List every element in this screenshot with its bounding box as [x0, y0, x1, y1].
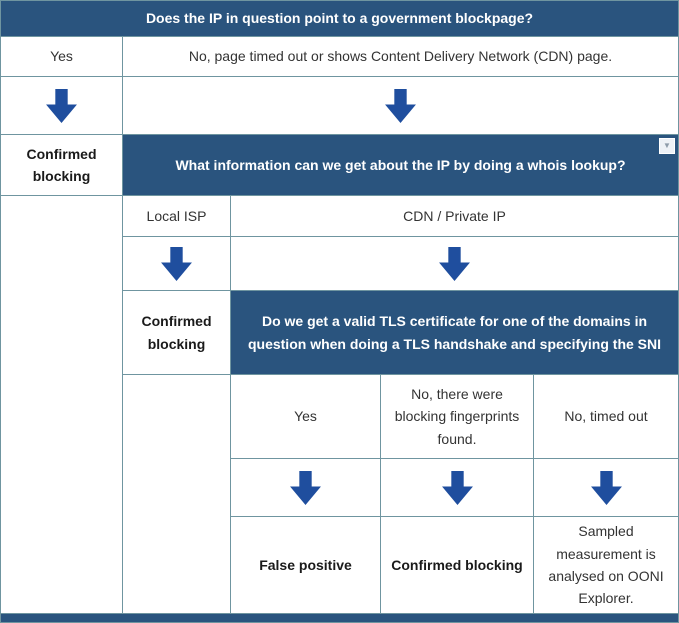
down-arrow-icon — [161, 246, 192, 281]
down-arrow-icon — [46, 88, 77, 123]
down-arrow-icon — [590, 470, 622, 505]
down-arrow-icon — [385, 88, 416, 123]
arrow-cell-q1-yes-branch — [1, 77, 122, 134]
arrow-cell-q3-yes-branch — [231, 459, 380, 516]
q3-answer-yes-cell: Yes — [231, 375, 380, 458]
arrow-cell-q2-cdn-branch — [231, 237, 678, 290]
q1-blockpage-question-header: Does the IP in question point to a gover… — [1, 1, 678, 36]
down-arrow-icon — [441, 470, 473, 505]
outcome-confirmed-blocking-cell: Confirmed blocking — [123, 291, 230, 374]
outcome-confirmed-blocking-cell: Confirmed blocking — [381, 517, 533, 613]
q2-whois-question-header: What information can we get about the IP… — [123, 135, 678, 195]
outcome-sampled-measurement-cell: Sampled measurement is analysed on OONI … — [534, 517, 678, 613]
outcome-confirmed-blocking-cell: Confirmed blocking — [1, 135, 122, 195]
arrow-cell-q2-local-isp-branch — [123, 237, 230, 290]
arrow-cell-q1-no-branch — [123, 77, 678, 134]
collapse-toggle-icon[interactable]: ▼ — [659, 138, 675, 154]
down-arrow-icon — [290, 470, 321, 505]
empty-left-column-cell — [1, 196, 122, 613]
outcome-false-positive-cell: False positive — [231, 517, 380, 613]
arrow-cell-q3-timeout-branch — [534, 459, 678, 516]
q2-answer-cdn-cell: CDN / Private IP — [231, 196, 678, 236]
q2-answer-local-isp-cell: Local ISP — [123, 196, 230, 236]
q1-answer-yes-cell: Yes — [1, 37, 122, 76]
q1-answer-no-cell: No, page timed out or shows Content Deli… — [123, 37, 678, 76]
arrow-cell-q3-fingerprints-branch — [381, 459, 533, 516]
q3-answer-fingerprints-cell: No, there were blocking fingerprints fou… — [381, 375, 533, 458]
down-arrow-icon — [439, 246, 470, 281]
empty-second-column-cell — [123, 375, 230, 613]
q3-answer-timeout-cell: No, timed out — [534, 375, 678, 458]
q2-whois-question-text: What information can we get about the IP… — [175, 156, 626, 173]
q3-tls-question-header: Do we get a valid TLS certificate for on… — [231, 291, 678, 374]
next-section-header-partial — [1, 614, 678, 622]
